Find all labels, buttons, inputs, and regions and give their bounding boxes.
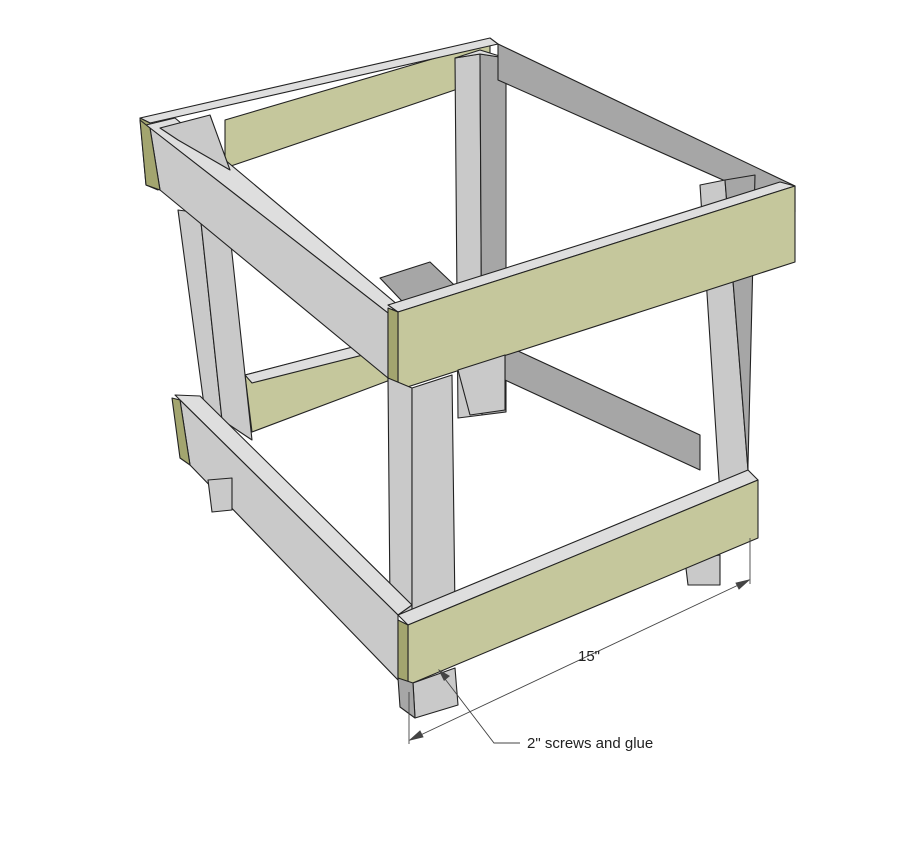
corner-post-top-left [159,114,231,171]
left-bottom-apron-top [174,394,413,616]
dimension-line [409,579,750,741]
left-top-apron-end [139,119,161,191]
left-bottom-apron-end [171,397,191,466]
dimension-15in [408,538,751,744]
front-top-apron-end [387,307,399,391]
center-leg-shadow [457,354,506,416]
front-leg-front [387,377,413,621]
callout-label: 2" screws and glue [527,735,653,752]
dimension-arrow-right [735,579,751,590]
dimension-label: 15" [578,648,600,665]
front-leg-foot-edge [397,677,416,719]
left-leg-foot [207,477,233,513]
back-top-apron-face [224,41,491,169]
left-bottom-apron-face [179,399,399,681]
right-bottom-rail-side [504,344,701,471]
dimension-arrow-left [408,730,424,741]
front-leg-side [411,374,456,621]
front-bottom-apron-end [397,619,409,686]
callout-leader [438,669,520,744]
callout-arrowhead [438,669,450,681]
